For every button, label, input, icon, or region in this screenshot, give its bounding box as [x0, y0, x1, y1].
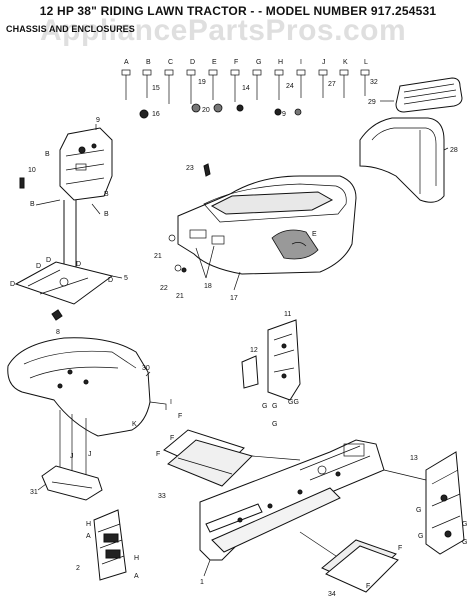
- svg-text:10: 10: [28, 167, 36, 174]
- svg-text:29: 29: [368, 99, 376, 106]
- part-28-grille: 28: [359, 117, 458, 203]
- svg-text:34: 34: [328, 591, 336, 598]
- leader-lines: [251, 455, 427, 557]
- svg-text:E: E: [312, 231, 317, 238]
- svg-text:B: B: [45, 151, 50, 158]
- part-33-footpad: F F F 33: [156, 413, 253, 500]
- hw-num-14: 14: [242, 85, 250, 92]
- svg-text:G: G: [462, 539, 467, 546]
- hw-num-9: 9: [282, 111, 286, 118]
- svg-text:D: D: [76, 261, 81, 268]
- svg-text:F: F: [178, 413, 182, 420]
- svg-text:30: 30: [142, 365, 150, 372]
- svg-text:5: 5: [124, 275, 128, 282]
- svg-text:F: F: [398, 545, 402, 552]
- part-1-frame: 1: [199, 439, 385, 586]
- part-5-plate: D D D D D 5 8: [10, 257, 128, 336]
- svg-text:21: 21: [176, 293, 184, 300]
- diagram-subtitle: CHASSIS AND ENCLOSURES: [6, 24, 135, 34]
- part-34-footpad: F F 34: [321, 539, 402, 598]
- svg-text:GG: GG: [288, 399, 299, 406]
- svg-text:17: 17: [230, 295, 238, 302]
- svg-text:F: F: [170, 435, 174, 442]
- diagram-title: 12 HP 38" RIDING LAWN TRACTOR - - MODEL …: [39, 4, 437, 18]
- svg-text:G: G: [272, 421, 277, 428]
- hw-num-32: 32: [370, 79, 378, 86]
- hw-letter-b: B: [146, 59, 151, 66]
- svg-text:1: 1: [200, 579, 204, 586]
- hw-letter-d: D: [190, 59, 195, 66]
- svg-text:F: F: [156, 451, 160, 458]
- svg-text:2: 2: [76, 565, 80, 572]
- part-9-dash-panel: 9 B B B B 10: [19, 117, 113, 290]
- hw-letter-f: F: [234, 59, 238, 66]
- hw-num-24: 24: [286, 83, 294, 90]
- svg-text:8: 8: [56, 329, 60, 336]
- hw-num-20: 20: [202, 107, 210, 114]
- svg-text:J: J: [70, 453, 74, 460]
- svg-text:K: K: [132, 421, 137, 428]
- svg-text:D: D: [36, 263, 41, 270]
- hw-num-16: 16: [152, 111, 160, 118]
- svg-text:9: 9: [96, 117, 100, 124]
- part-2-panel: H A H A 2: [76, 509, 139, 581]
- hw-letter-e: E: [212, 59, 217, 66]
- svg-text:D: D: [10, 281, 15, 288]
- hardware-row: A B C D E F G H I J K L: [121, 59, 378, 119]
- svg-text:G: G: [262, 403, 267, 410]
- svg-text:22: 22: [160, 285, 168, 292]
- hw-letter-c: C: [168, 59, 173, 66]
- svg-text:F: F: [366, 583, 370, 590]
- hw-letter-a: A: [124, 59, 129, 66]
- hw-num-15: 15: [152, 85, 160, 92]
- hw-letter-g: G: [256, 59, 261, 66]
- svg-text:D: D: [108, 277, 113, 284]
- svg-text:21: 21: [154, 253, 162, 260]
- svg-text:B: B: [30, 201, 35, 208]
- part-31-bracket: J J 31: [30, 410, 103, 501]
- svg-text:G: G: [418, 533, 423, 540]
- svg-text:A: A: [86, 533, 91, 540]
- svg-text:31: 31: [30, 489, 38, 496]
- hw-letter-l: L: [364, 59, 368, 66]
- hw-num-19: 19: [198, 79, 206, 86]
- svg-text:B: B: [104, 211, 109, 218]
- svg-text:G: G: [272, 403, 277, 410]
- svg-text:D: D: [46, 257, 51, 264]
- svg-text:H: H: [134, 555, 139, 562]
- svg-text:I: I: [170, 399, 172, 406]
- hw-letter-j: J: [322, 59, 326, 66]
- part-29-footrest: 29: [368, 77, 463, 113]
- part-13-rear-panel: 13 G G G G: [410, 451, 467, 555]
- svg-text:G: G: [462, 521, 467, 528]
- svg-text:18: 18: [204, 283, 212, 290]
- hw-letter-i: I: [300, 59, 302, 66]
- hood-fasteners: 23 21 22 21 18: [154, 163, 215, 300]
- svg-text:A: A: [134, 573, 139, 580]
- svg-text:12: 12: [250, 347, 258, 354]
- svg-text:11: 11: [284, 311, 291, 318]
- hw-num-27: 27: [328, 81, 336, 88]
- svg-text:33: 33: [158, 493, 166, 500]
- svg-text:B: B: [104, 191, 109, 198]
- svg-text:23: 23: [186, 165, 194, 172]
- svg-text:G: G: [416, 507, 421, 514]
- svg-text:H: H: [86, 521, 91, 528]
- svg-text:J: J: [88, 451, 92, 458]
- svg-text:13: 13: [410, 455, 418, 462]
- part-30-fender: I K 30: [7, 337, 172, 437]
- hw-letter-k: K: [343, 59, 348, 66]
- part-17-hood: E 17: [177, 175, 357, 302]
- hw-letter-h: H: [278, 59, 283, 66]
- svg-text:28: 28: [450, 147, 458, 154]
- part-11-bracket: 11 12 G G GG G: [241, 311, 301, 428]
